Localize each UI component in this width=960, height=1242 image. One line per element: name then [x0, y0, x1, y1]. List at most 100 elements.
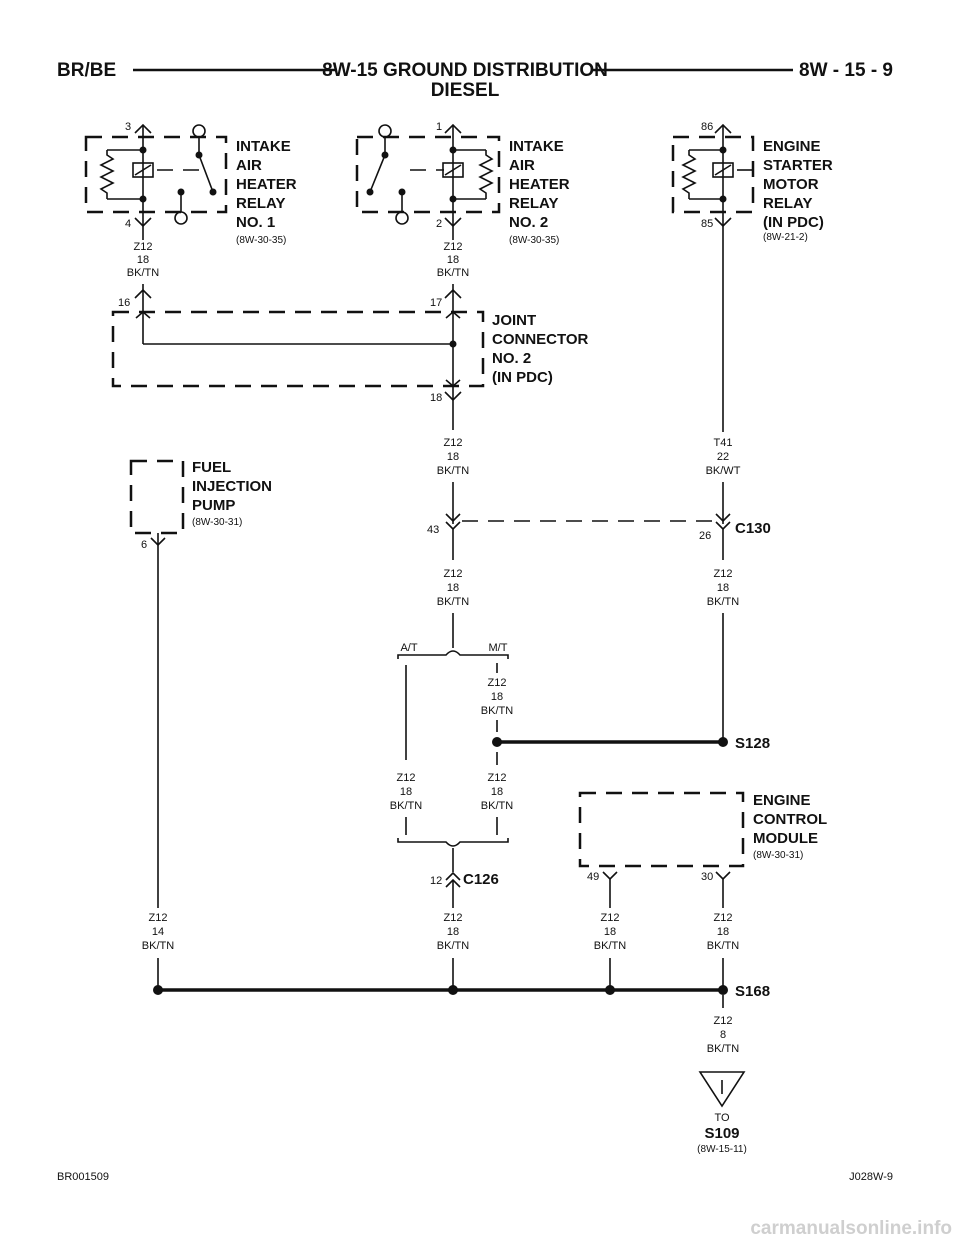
joint-connector-label: (IN PDC)	[492, 369, 553, 386]
ground-destination: S109	[704, 1125, 739, 1142]
c130-label: C130	[735, 520, 771, 537]
splice-s168: S168 Z12 8 BK/TN	[153, 983, 770, 1055]
splice-dot-icon	[153, 985, 163, 995]
wire-color: BK/TN	[390, 800, 422, 812]
wire-gauge: 22	[717, 451, 729, 463]
ecm-label: CONTROL	[753, 811, 827, 828]
wire-color: BK/WT	[706, 465, 741, 477]
splice-dot-icon	[605, 985, 615, 995]
joint-connector-label: NO. 2	[492, 350, 531, 367]
off-page-arrow-icon	[698, 1071, 746, 1108]
page-header: BR/BE 8W-15 GROUND DISTRIBUTION DIESEL 8…	[57, 60, 893, 101]
model-code: BR/BE	[57, 60, 116, 81]
joint-pin-c: 18	[430, 392, 442, 404]
wire-gauge: 18	[717, 926, 729, 938]
joint-connector-2: 16 17 JOINT CONNECTOR NO. 2 (IN PDC) 18 …	[111, 288, 589, 477]
relay-2-label: NO. 2	[509, 214, 548, 231]
starter-relay-label: RELAY	[763, 195, 812, 212]
option-at: A/T	[400, 642, 417, 654]
option-mt: M/T	[489, 642, 508, 654]
wire-circuit: Z12	[714, 568, 733, 580]
splice-dot-icon	[718, 737, 728, 747]
relay-2-label: AIR	[509, 157, 535, 174]
wire-gauge: 18	[447, 451, 459, 463]
wire-color: BK/TN	[142, 940, 174, 952]
relay-1-label: INTAKE	[236, 138, 291, 155]
s128-label: S128	[735, 735, 770, 752]
wire-circuit: Z12	[444, 568, 463, 580]
joint-connector-label: JOINT	[492, 312, 536, 329]
page-subtitle: DIESEL	[431, 80, 500, 101]
ecm-label: ENGINE	[753, 792, 811, 809]
starter-relay-label: ENGINE	[763, 138, 821, 155]
engine-starter-motor-relay: 86 85 ENGINE STARTER MOTOR RELAY (IN PDC…	[671, 121, 833, 432]
terminal-icon	[395, 211, 409, 225]
wire-gauge: 18	[400, 786, 412, 798]
relay-1-outline	[84, 135, 228, 214]
ecm-ref: (8W-30-31)	[753, 850, 803, 861]
wire-t41: T41 22 BK/WT	[706, 437, 741, 477]
starter-relay-pin-bottom: 85	[701, 218, 713, 230]
intake-air-heater-relay-2: 1 2 INTAKE AIR HEATER RELAY NO. 2 (8W-30…	[355, 121, 570, 306]
switch-contact-icon	[369, 154, 386, 193]
wire-color: BK/TN	[437, 465, 469, 477]
starter-relay-label: MOTOR	[763, 176, 819, 193]
wire-gauge: 18	[717, 582, 729, 594]
wire-circuit: Z12	[488, 772, 507, 784]
relay-2-ref: (8W-30-35)	[509, 235, 559, 246]
relay-2-label: RELAY	[509, 195, 558, 212]
relay-coil-icon	[442, 162, 464, 178]
switch-contact-icon	[198, 154, 214, 193]
ground-ref: (8W-15-11)	[697, 1144, 747, 1155]
wire-circuit: Z12	[444, 912, 463, 924]
ground-to: TO	[714, 1112, 730, 1124]
starter-relay-outline	[671, 135, 755, 214]
relay-1-label: NO. 1	[236, 214, 275, 231]
wire-gauge: 18	[137, 254, 149, 266]
fuel-pump-label: FUEL	[192, 459, 231, 476]
relay-1-label: AIR	[236, 157, 262, 174]
connector-pin-icon	[602, 871, 618, 881]
relay-2-label: HEATER	[509, 176, 570, 193]
wire-gauge: 18	[491, 786, 503, 798]
terminal-icon	[378, 124, 392, 138]
wire-gauge: 8	[720, 1029, 726, 1041]
ground-to-s109: TO S109 (8W-15-11)	[697, 1071, 747, 1155]
c130-pin-right: 26	[699, 530, 711, 542]
relay-coil-icon	[132, 162, 154, 178]
joint-connector-outline	[111, 310, 485, 388]
splice-dot-icon	[448, 985, 458, 995]
wire-circuit: Z12	[488, 677, 507, 689]
starter-relay-ref: (8W-21-2)	[763, 232, 808, 243]
connector-pin-icon	[134, 288, 152, 299]
starter-relay-pin-top: 86	[701, 121, 713, 133]
splice-dot-icon	[492, 737, 502, 747]
wire-circuit: Z12	[601, 912, 620, 924]
fuel-pump-pin: 6	[141, 539, 147, 551]
ecm-label: MODULE	[753, 830, 818, 847]
relay-2-pin-bottom: 2	[436, 218, 442, 230]
intake-air-heater-relay-1: 3 4 INTAKE AIR HEATER RELAY NO. 1 (8W-30…	[84, 121, 297, 306]
wire-gauge: 18	[447, 582, 459, 594]
wire-circuit: Z12	[134, 241, 153, 253]
transmission-option-branch: A/T M/T Z12 18 BK/TN Z12 18 BK/TN Z12 18…	[390, 613, 513, 872]
relay-1-pin-top: 3	[125, 121, 131, 133]
s168-label: S168	[735, 983, 770, 1000]
wire-gauge: 18	[491, 691, 503, 703]
wire-circuit: T41	[714, 437, 733, 449]
resistor-icon	[99, 150, 115, 199]
wire-circuit: Z12	[714, 912, 733, 924]
c130-pin-left: 43	[427, 524, 439, 536]
wire-color: BK/TN	[594, 940, 626, 952]
connector-pin-icon	[715, 871, 731, 881]
wire-color: BK/TN	[437, 267, 469, 279]
relay-1-pin-bottom: 4	[125, 218, 131, 230]
relay-1-label: HEATER	[236, 176, 297, 193]
relay-2-label: INTAKE	[509, 138, 564, 155]
resistor-icon	[681, 150, 697, 199]
fuel-pump-label: PUMP	[192, 497, 235, 514]
wire-color: BK/TN	[707, 940, 739, 952]
starter-relay-label: STARTER	[763, 157, 833, 174]
